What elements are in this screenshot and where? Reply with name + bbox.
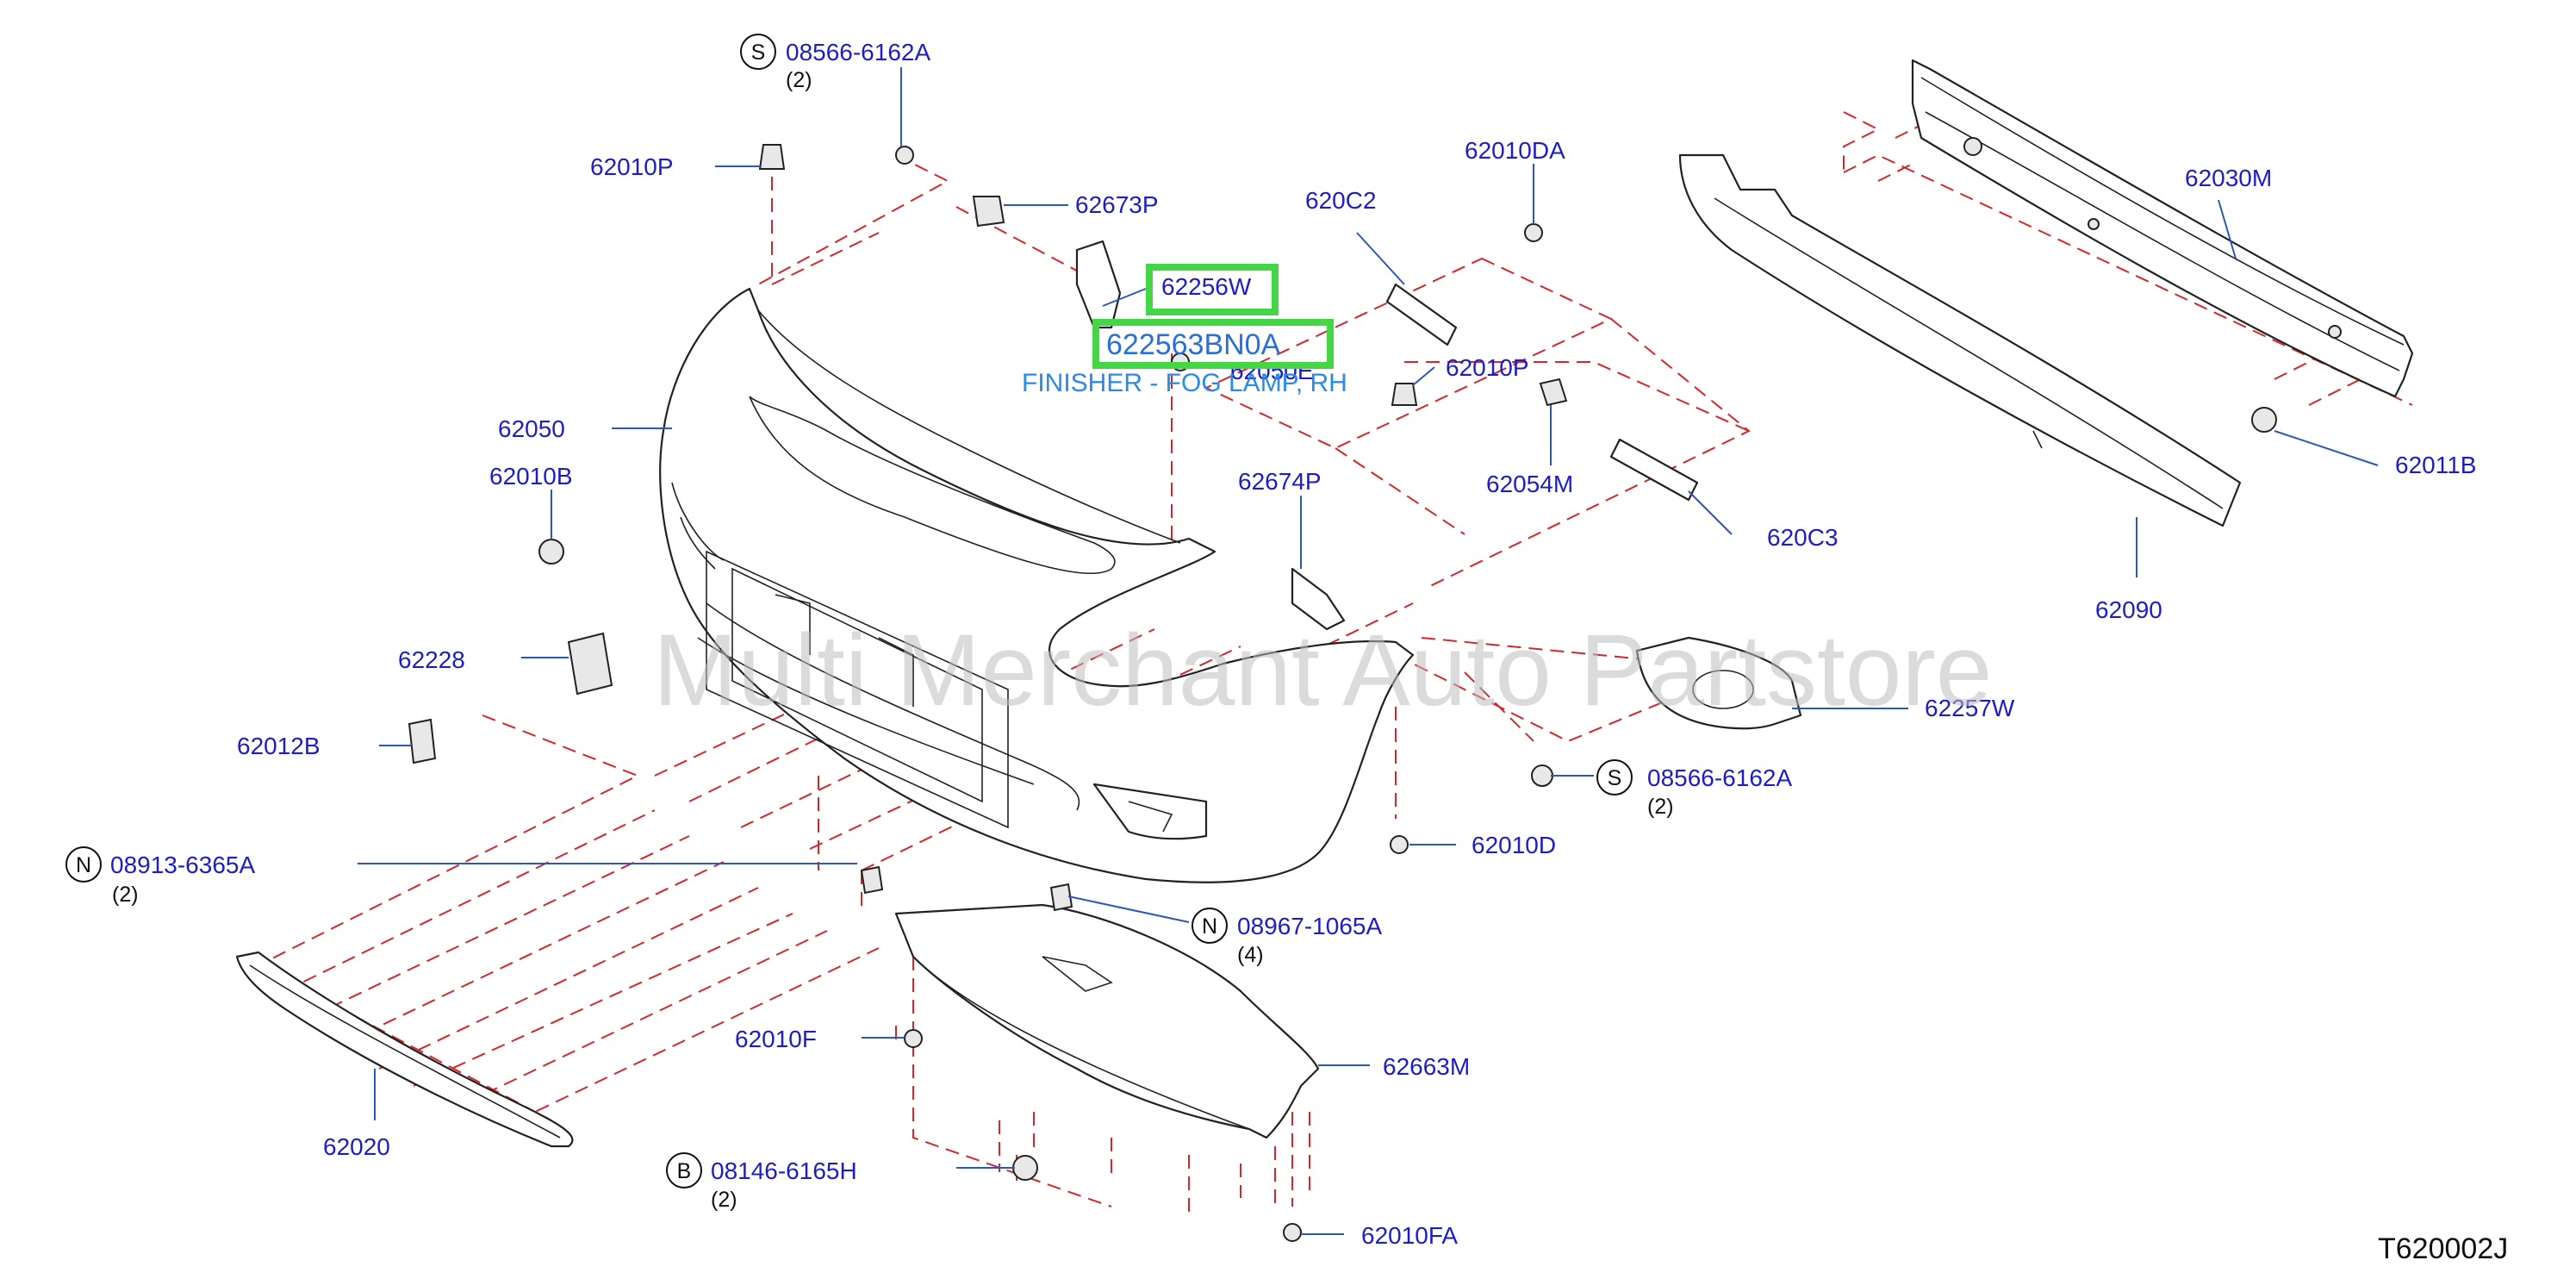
- qty-08967: (4): [1237, 943, 1264, 967]
- label-620c3: 620C3: [1767, 524, 1839, 551]
- leader-lines: [358, 67, 2379, 1235]
- qty-08146: (2): [711, 1188, 737, 1212]
- label-62011b: 62011B: [2395, 452, 2476, 478]
- highlight-part-number[interactable]: 622563BN0A: [1106, 328, 1281, 361]
- lower-under-cover: [894, 903, 1320, 1139]
- front-bumper-fascia: [659, 287, 1415, 883]
- label-620c2: 620C2: [1305, 187, 1377, 214]
- symbol-s-right: S: [1608, 766, 1622, 790]
- watermark: Multi Merchant Auto Partstore: [653, 614, 1992, 727]
- label-08913: 08913-6365A: [110, 852, 255, 878]
- label-62674p: 62674P: [1238, 468, 1322, 495]
- lower-trim-strip: [235, 951, 574, 1148]
- label-62010b: 62010B: [489, 463, 573, 490]
- hardware-parts: [408, 144, 2277, 1242]
- symbol-b: B: [677, 1159, 692, 1183]
- symbol-n-left: N: [76, 853, 91, 877]
- label-62010p-top: 62010P: [590, 153, 674, 180]
- label-62673p: 62673P: [1075, 191, 1159, 218]
- label-62010da: 62010DA: [1465, 137, 1565, 164]
- highlight-box-part-number: [1092, 319, 1334, 369]
- label-08146: 08146-6165H: [711, 1157, 857, 1184]
- bumper-reinforcement: [1911, 59, 2414, 398]
- part-labels: 62010P 08566-6162A (2) 62673P 62256W 620…: [110, 39, 2476, 1249]
- label-62010p-right: 62010P: [1446, 354, 1529, 381]
- energy-absorber: [1678, 153, 2242, 527]
- label-08566-right: 08566-6162A: [1647, 764, 1792, 791]
- label-62012b: 62012B: [237, 733, 320, 759]
- label-62228: 62228: [398, 646, 465, 673]
- label-62030m: 62030M: [2185, 165, 2272, 191]
- label-62020: 62020: [323, 1133, 390, 1160]
- label-62010fa: 62010FA: [1361, 1222, 1458, 1249]
- label-62010f: 62010F: [735, 1026, 817, 1052]
- label-62257w: 62257W: [1925, 695, 2015, 721]
- symbol-s-top: S: [751, 41, 766, 65]
- highlight-box-62256w: [1146, 264, 1279, 315]
- label-62010d: 62010D: [1472, 832, 1556, 858]
- label-62663m: 62663M: [1383, 1053, 1470, 1080]
- label-62054m: 62054M: [1486, 471, 1573, 497]
- callout-symbols: S N B N S: [65, 34, 1633, 1189]
- highlighted-part[interactable]: 622563BN0A FINISHER - FOG LAMP, RH: [1022, 264, 1347, 397]
- qty-08913: (2): [112, 883, 139, 907]
- label-62256w: 62256W: [1161, 273, 1252, 300]
- label-08967: 08967-1065A: [1237, 913, 1382, 939]
- symbol-n-right: N: [1202, 914, 1217, 939]
- label-62050: 62050: [498, 415, 565, 442]
- qty-08566-right: (2): [1647, 795, 1674, 819]
- diagram-code: T620002J: [2378, 1232, 2508, 1265]
- label-08566-top: 08566-6162A: [786, 39, 930, 66]
- fog-lamp-finisher-rh: [1635, 636, 1802, 730]
- highlight-description: FINISHER - FOG LAMP, RH: [1022, 369, 1347, 397]
- label-62090: 62090: [2095, 596, 2162, 623]
- qty-08566-top: (2): [786, 68, 812, 92]
